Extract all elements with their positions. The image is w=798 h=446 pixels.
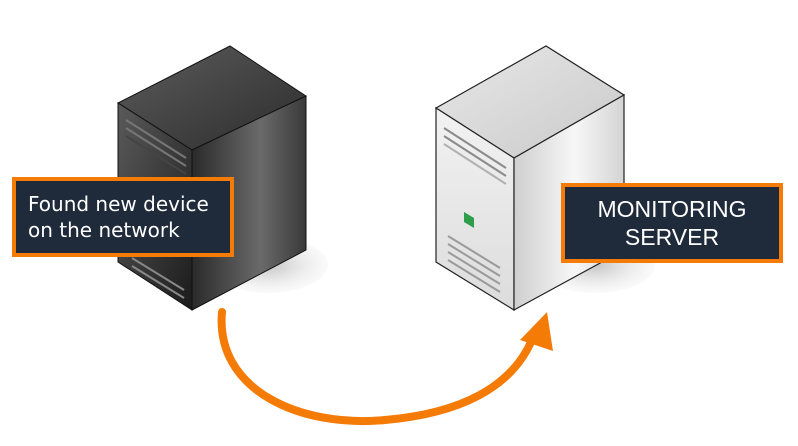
light-server-icon xyxy=(434,45,655,312)
monitoring-server-label-line2: SERVER xyxy=(624,224,720,250)
curved-arrow-icon xyxy=(217,308,553,425)
new-device-label-line2: on the network xyxy=(28,218,180,242)
dark-server-icon xyxy=(116,45,328,311)
new-device-label-line1: Found new device xyxy=(28,192,209,216)
status-indicator xyxy=(464,212,474,228)
monitoring-server-label-line1: MONITORING xyxy=(597,196,747,222)
new-device-label: Found new device on the network xyxy=(12,177,234,257)
monitoring-server-label: MONITORING SERVER xyxy=(561,183,783,263)
